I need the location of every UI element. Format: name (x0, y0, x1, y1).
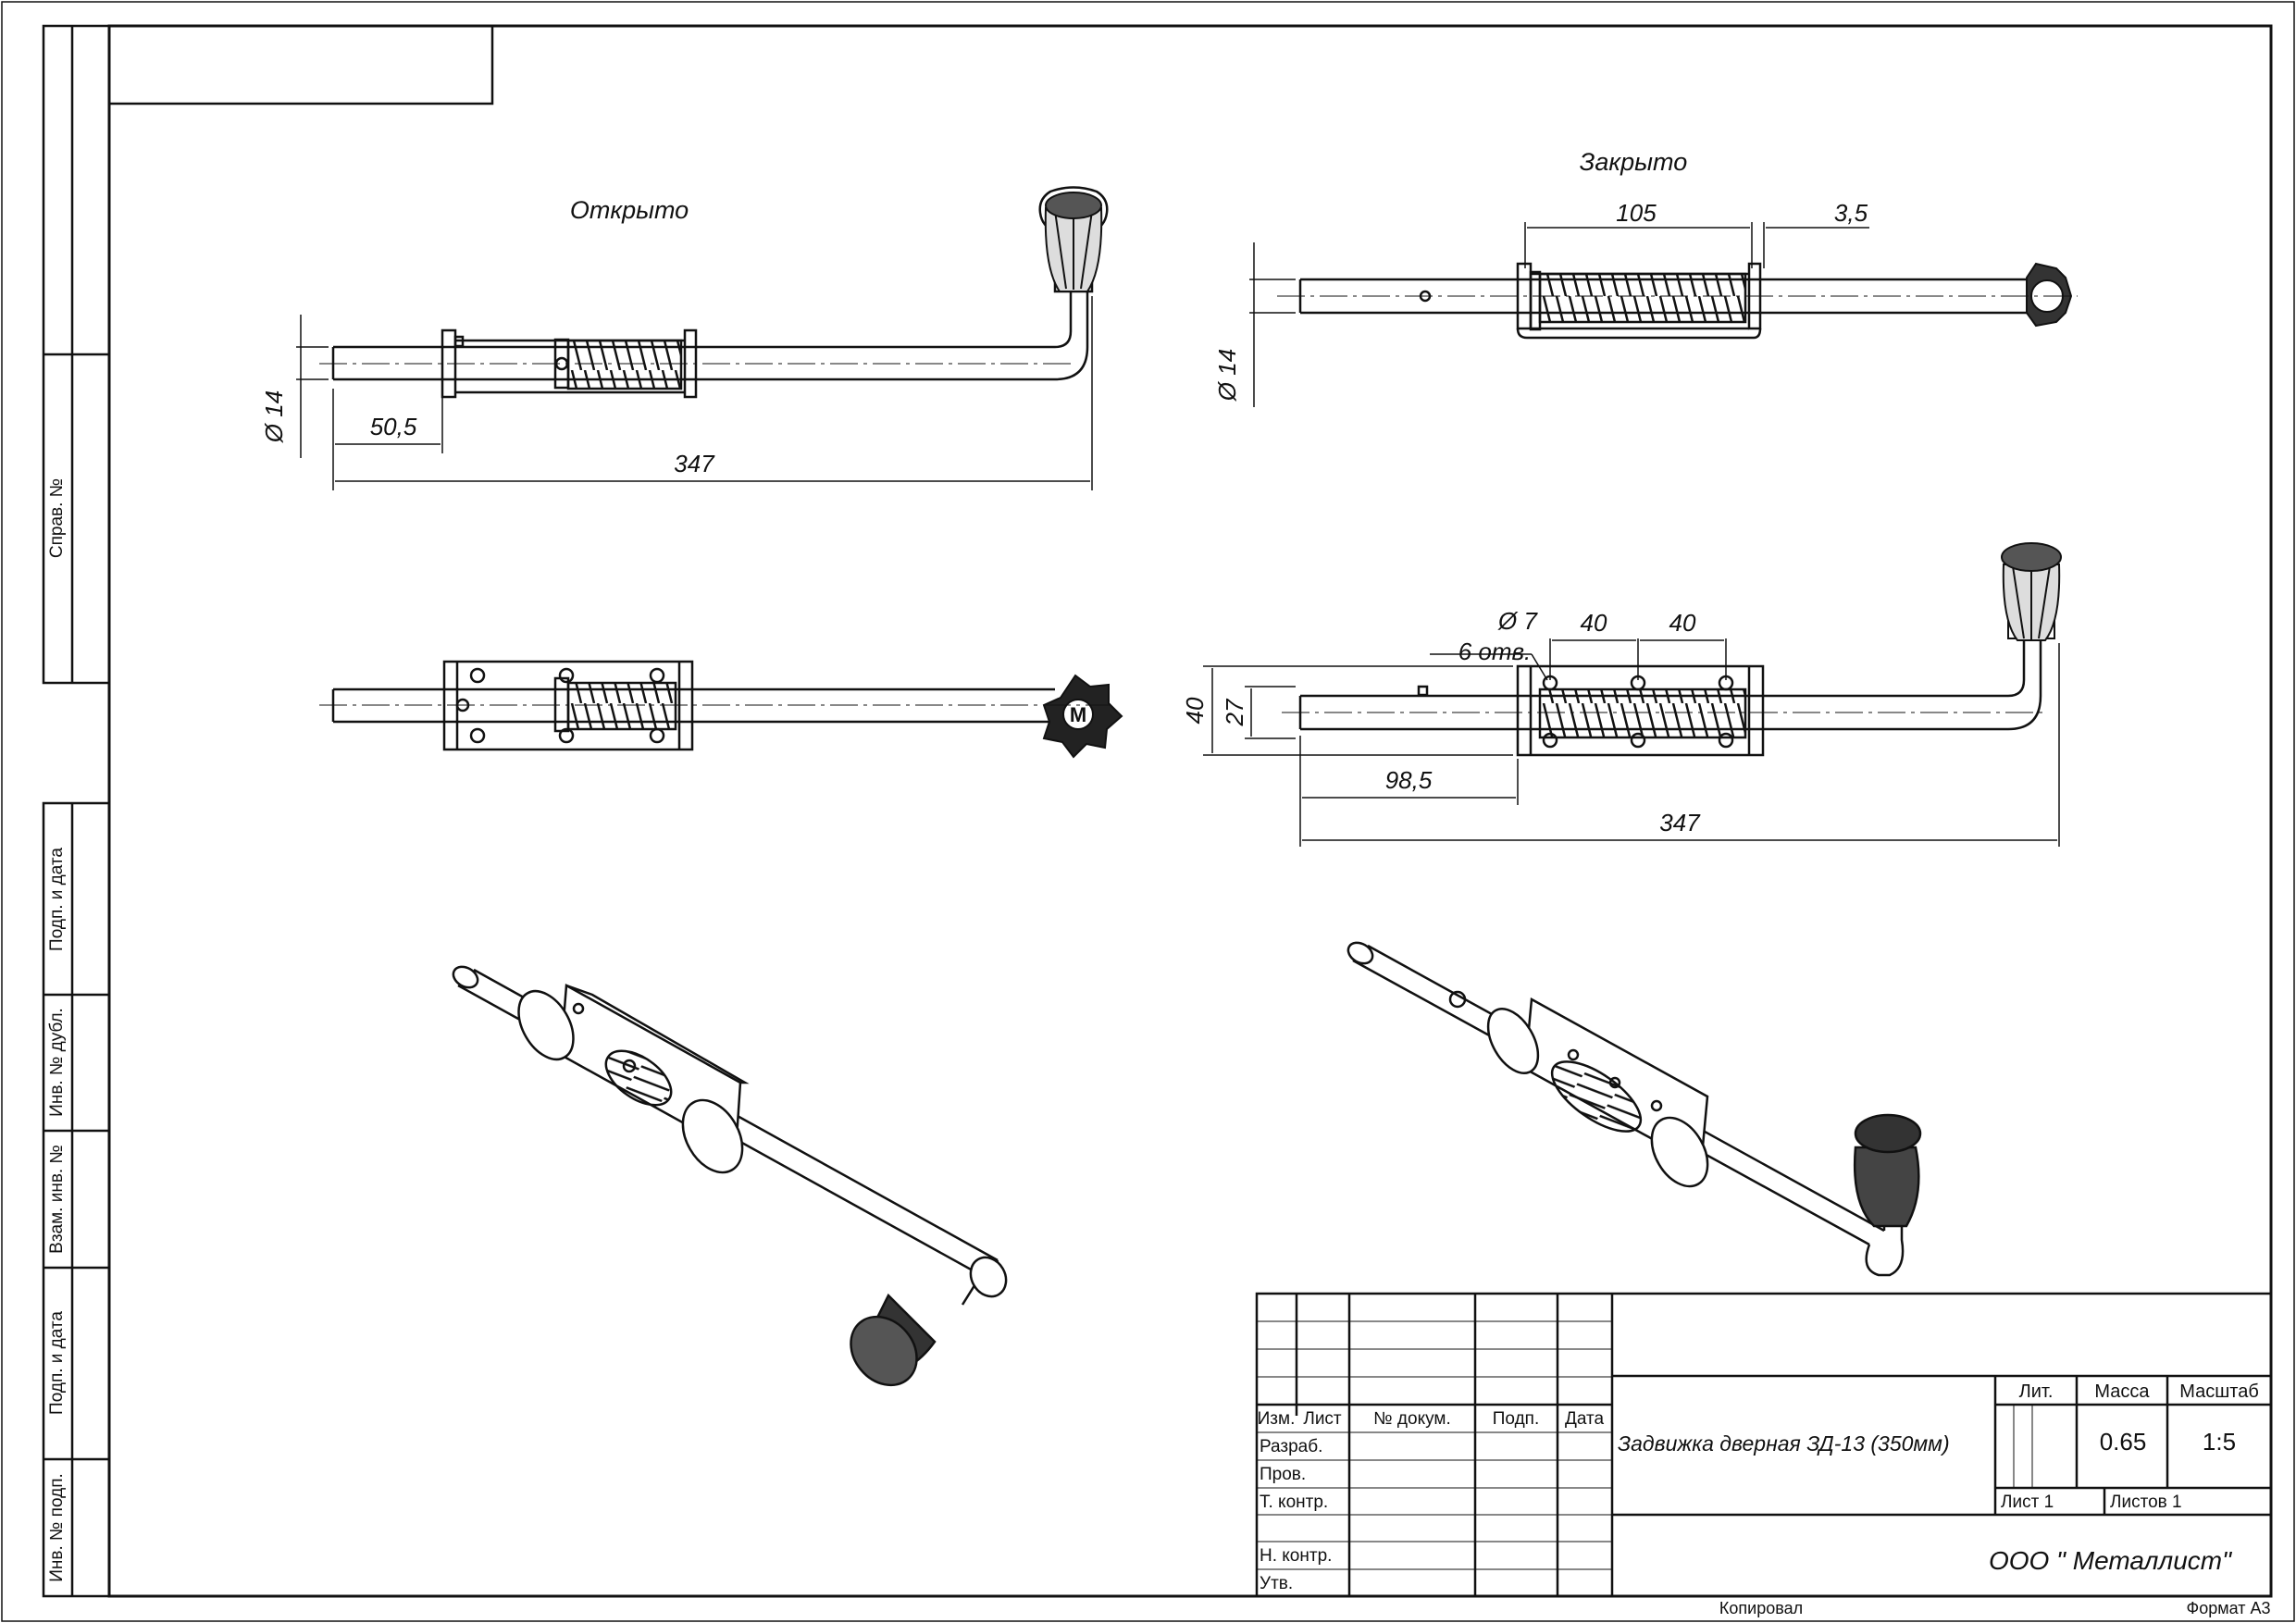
side-stamp-labels: Справ. № Подп. и дата Инв. № дубл. Взам.… (47, 478, 67, 1582)
tb-document-name: Задвижка дверная ЗД-13 (350мм) (1618, 1431, 1950, 1456)
view-closed-title: Закрыто (1580, 148, 1687, 176)
svg-text:M: M (1070, 703, 1086, 726)
view-open-top: M (319, 660, 1123, 759)
top-dim-offset: 98,5 (1385, 766, 1433, 794)
tb-mass-label: Масса (2094, 1381, 2150, 1402)
title-block (1255, 1292, 2273, 1598)
tb-date: Дата (1565, 1409, 1605, 1429)
tb-company: ООО " Металлист" (1989, 1546, 2232, 1575)
isometric-open (452, 965, 1008, 1387)
tb-role-prov: Пров. (1260, 1465, 1306, 1484)
tb-doc: № докум. (1373, 1409, 1450, 1429)
tb-scale-label: Масштаб (2179, 1381, 2259, 1402)
open-dimensions (296, 296, 1093, 490)
footer-copied: Копировал (1719, 1599, 1803, 1617)
open-bolt (331, 186, 1109, 399)
tb-mass: 0.65 (2100, 1428, 2147, 1456)
closed-dimensions (1249, 222, 1869, 407)
side-label-vzam-inv: Взам. инв. № (47, 1145, 67, 1254)
title-block-text: Изм. Лист № докум. Подп. Дата Разраб. Пр… (1258, 1381, 2259, 1593)
side-label-inv-podp: Инв. № подп. (47, 1473, 67, 1582)
open-top-knob-icon: M (1042, 674, 1123, 759)
top-dim-hole-dia: Ø 7 (1497, 607, 1538, 635)
view-closed-top: Ø 7 6 отв. 40 40 40 27 98,5 347 (1181, 542, 2062, 847)
side-label-inv-dubl: Инв. № дубл. (47, 1008, 67, 1117)
tb-lit-label: Лит. (2019, 1381, 2054, 1402)
closed-dim-spring-len: 105 (1616, 199, 1657, 227)
isometric-closed (1347, 941, 1922, 1277)
view-open-title: Открыто (570, 196, 689, 224)
top-dim-height: 40 (1181, 697, 1209, 724)
open-dim-offset: 50,5 (370, 413, 417, 440)
footer-format: Формат А3 (2187, 1599, 2271, 1617)
closed-dim-diameter: Ø 14 (1213, 349, 1241, 402)
closed-dim-gap: 3,5 (1834, 199, 1868, 227)
view-closed: Закрыто 105 (1213, 148, 2078, 407)
drawing-frame (107, 24, 2273, 1598)
tb-sheet: Лист 1 (2001, 1493, 2054, 1512)
open-dim-length: 347 (674, 450, 715, 477)
tb-role-utv: Утв. (1260, 1574, 1293, 1593)
top-dim-inner: 27 (1221, 698, 1248, 726)
top-dim-pitch-a: 40 (1581, 609, 1607, 637)
side-label-podp-1: Подп. и дата (47, 848, 67, 951)
tb-izm: Изм. (1258, 1409, 1296, 1429)
tb-scale: 1:5 (2203, 1428, 2236, 1456)
closed-knob-icon (2026, 262, 2073, 328)
title-block-thin-lines (1257, 1320, 2033, 1570)
tb-sheets: Листов 1 (2110, 1493, 2182, 1512)
view-open: Открыто (260, 186, 1109, 490)
tb-role-tkontr: Т. контр. (1260, 1493, 1328, 1512)
tb-list: Лист (1303, 1409, 1342, 1429)
tb-sign: Подп. (1493, 1409, 1539, 1429)
top-dim-holes: 6 отв. (1458, 638, 1532, 665)
side-label-podp-2: Подп. и дата (47, 1311, 67, 1415)
closed-top-dimensions (1203, 638, 2060, 847)
open-knob-icon (1044, 192, 1103, 292)
open-dim-diameter: Ø 14 (260, 390, 288, 443)
top-dim-length: 347 (1659, 809, 1701, 836)
tb-role-nkontr: Н. контр. (1260, 1546, 1332, 1566)
side-stamp (42, 24, 111, 1598)
closed-top-knob-icon (2001, 542, 2062, 641)
side-label-sprav: Справ. № (47, 478, 67, 558)
tb-role-razrab: Разраб. (1260, 1437, 1322, 1456)
top-left-stamp (107, 24, 494, 105)
top-dim-pitch-b: 40 (1669, 609, 1696, 637)
